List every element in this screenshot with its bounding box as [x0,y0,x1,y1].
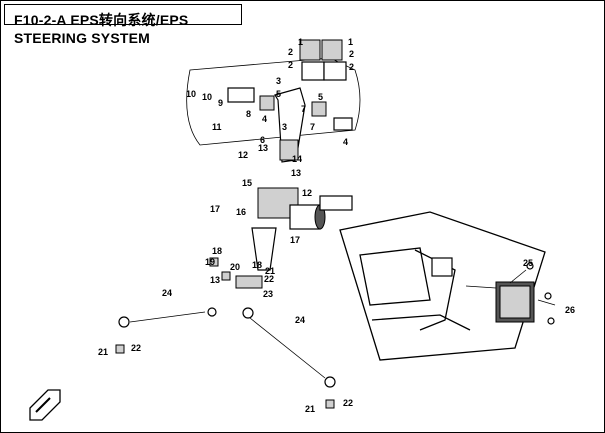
callout-2: 2 [288,47,293,57]
callout-6: 6 [260,135,265,145]
callout-3b: 3 [282,122,287,132]
callout-14: 14 [292,154,302,164]
callout-2b: 2 [349,49,354,59]
callout-18: 18 [212,246,222,256]
callout-13c: 13 [210,275,220,285]
callout-25: 25 [523,258,533,268]
callout-11: 11 [212,122,222,132]
callout-19: 19 [205,257,215,267]
callout-15: 15 [242,178,252,188]
title-box: F10-2-A EPS转向系统/EPS STEERING SYSTEM [4,4,242,46]
callout-7: 7 [301,104,306,114]
callout-12: 12 [238,150,248,160]
callout-10b: 10 [202,92,212,102]
callout-13b: 13 [291,168,301,178]
callout-22c: 22 [343,398,353,408]
callout-7b: 7 [310,122,315,132]
callout-20: 20 [230,262,240,272]
callout-1b: 1 [348,37,353,47]
diagram-title: F10-2-A EPS转向系统/EPS STEERING SYSTEM [14,12,189,46]
direction-arrow-icon [29,389,61,421]
bushings [227,87,353,131]
handlebar-clamp-right [321,39,347,81]
callout-13: 13 [258,143,268,153]
eps-motor-unit [257,187,353,230]
callout-8: 8 [246,109,251,119]
callout-4: 4 [262,114,267,124]
callout-1: 1 [298,37,303,47]
leader-lines [465,269,556,306]
callout-17: 17 [210,204,220,214]
callout-16: 16 [236,207,246,217]
callout-9: 9 [218,98,223,108]
callout-2c: 2 [288,60,293,70]
callout-21c: 21 [305,404,315,414]
handlebar-clamp-left [299,39,325,81]
callout-17b: 17 [290,235,300,245]
callout-5: 5 [276,89,281,99]
callout-21b: 21 [98,347,108,357]
callout-23: 23 [263,289,273,299]
callout-12b: 12 [302,188,312,198]
tie-rod-left [118,307,217,328]
callout-24b: 24 [295,315,305,325]
steering-column [274,87,306,163]
fasteners [115,257,335,409]
callout-22: 22 [264,274,274,284]
callout-4b: 4 [343,137,348,147]
eps-controller [495,262,555,325]
lower-column [235,227,277,289]
exploded-group-outline [186,57,361,146]
callout-labels: 1 1 2 2 2 2 3 3 4 4 5 5 6 7 7 8 9 10 10 … [98,37,575,414]
callout-21: 21 [265,266,275,276]
callout-10: 10 [186,89,196,99]
callout-2d: 2 [349,62,354,72]
callout-26: 26 [565,305,575,315]
callout-24: 24 [162,288,172,298]
callout-3: 3 [276,76,281,86]
callout-18b: 18 [252,260,262,270]
callout-5b: 5 [318,92,323,102]
callout-22b: 22 [131,343,141,353]
tie-rod-right [242,307,336,388]
